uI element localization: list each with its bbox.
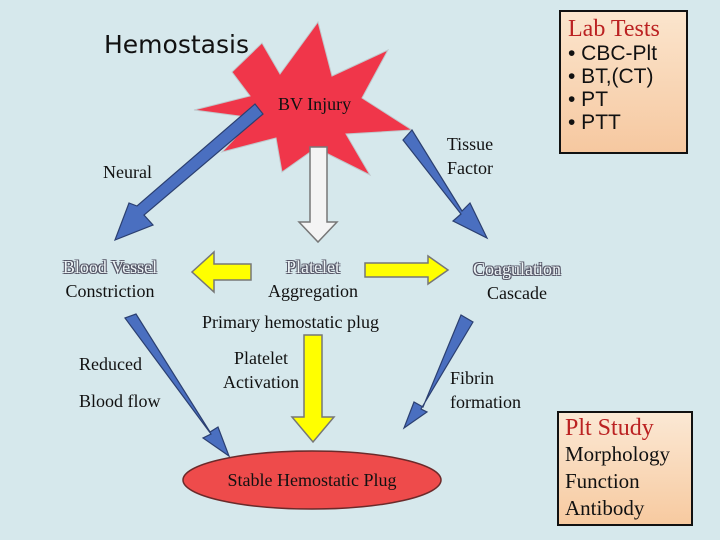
lab-test-item: • PT <box>568 88 609 111</box>
arrow-neural <box>113 103 264 242</box>
arrow-tissue-factor <box>402 129 489 240</box>
aggregation-label: Aggregation <box>268 281 358 301</box>
tissue-factor-label: Tissue Factor <box>436 132 504 180</box>
lab-test-item: • BT,(CT) <box>568 65 654 88</box>
neural-label: Neural <box>103 162 152 182</box>
page-title: Hemostasis <box>104 30 249 59</box>
coagulation-label: Coagulation <box>473 259 561 279</box>
cascade-label: Cascade <box>487 283 547 303</box>
fibrin-line-1: Fibrin <box>450 368 495 388</box>
reduced-label: Reduced <box>79 354 142 374</box>
arrow-activation-to-plug <box>290 334 336 444</box>
arrow-platelet-to-coagulation <box>364 254 450 286</box>
lab-tests-heading: Lab Tests <box>568 16 660 42</box>
arrow-reduced-flow <box>124 313 231 458</box>
plt-study-box: Plt Study Morphology Function Antibody <box>557 411 693 526</box>
arrow-platelet-to-vessel <box>190 250 252 294</box>
stable-plug-label: Stable Hemostatic Plug <box>227 470 397 490</box>
lab-test-item: • CBC-Plt <box>568 42 658 65</box>
plt-study-heading: Plt Study <box>565 415 654 441</box>
platelet-label: Platelet <box>286 257 340 277</box>
plt-study-item: Morphology <box>565 442 670 466</box>
primary-plug-label: Primary hemostatic plug <box>202 312 379 332</box>
stable-plug-ellipse <box>182 450 442 510</box>
platelet-activation-line-1: Platelet <box>234 348 288 368</box>
plt-study-item: Antibody <box>565 496 645 520</box>
platelet-activation-line-2: Activation <box>223 372 299 392</box>
blood-vessel-node: Blood Vessel Constriction <box>40 255 180 303</box>
blood-vessel-label: Blood Vessel <box>62 257 158 277</box>
lab-tests-box: Lab Tests • CBC-Plt • BT,(CT) • PT • PTT <box>559 10 688 154</box>
tissue-factor-line-2: Factor <box>447 158 493 178</box>
fibrin-formation-label: Fibrin formation <box>450 366 521 414</box>
constriction-label: Constriction <box>65 281 155 301</box>
tissue-factor-line-1: Tissue <box>446 134 494 154</box>
platelet-activation-label: Platelet Activation <box>216 346 306 394</box>
fibrin-line-2: formation <box>450 392 521 412</box>
coagulation-node: Coagulation Cascade <box>450 257 584 305</box>
lab-test-item: • PTT <box>568 111 621 134</box>
blood-flow-label: Blood flow <box>79 391 161 411</box>
arrow-fibrin <box>402 314 474 430</box>
arrow-injury-to-platelet <box>297 146 339 244</box>
injury-label: BV Injury <box>278 94 352 114</box>
plt-study-item: Function <box>565 469 640 493</box>
platelet-aggregation-node: Platelet Aggregation <box>248 255 378 303</box>
